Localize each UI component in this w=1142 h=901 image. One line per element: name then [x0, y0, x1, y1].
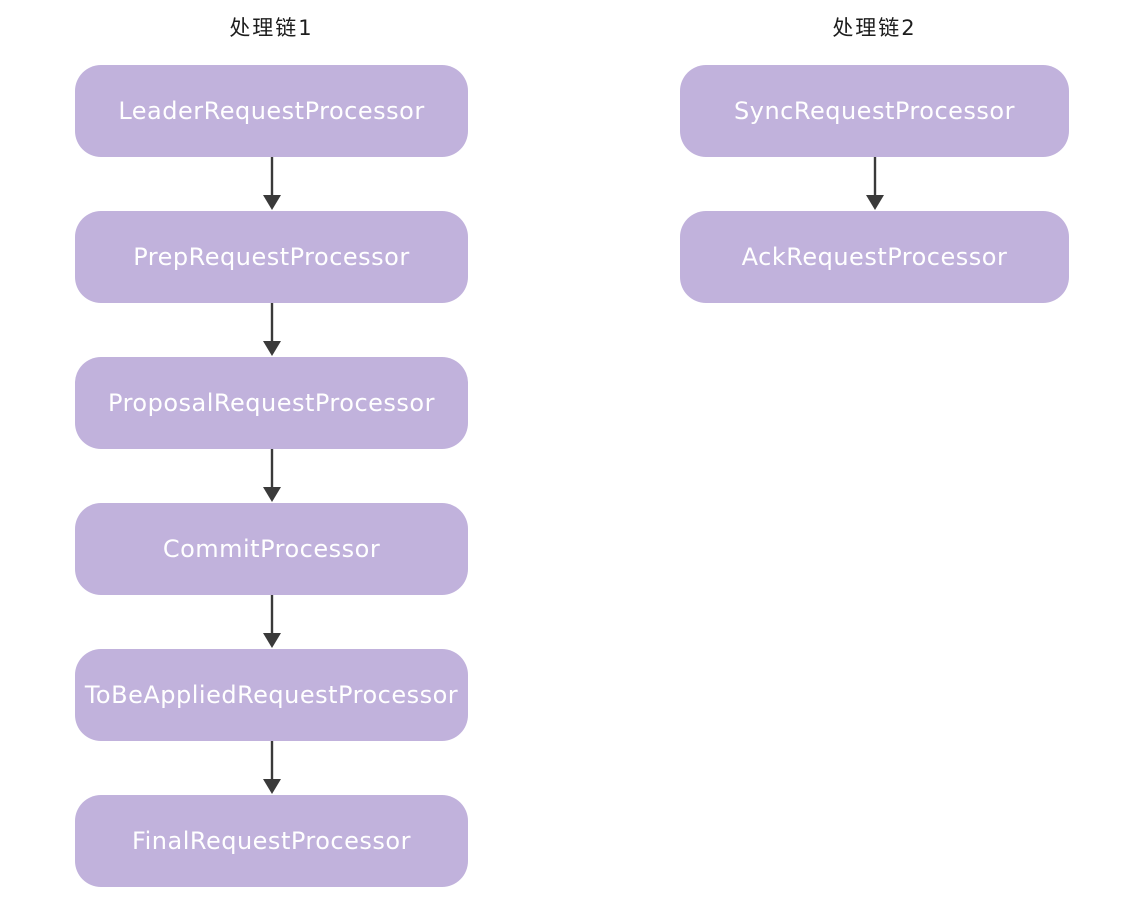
- node-sync-request-processor: SyncRequestProcessor: [680, 65, 1069, 157]
- chain-2: 处理链2 SyncRequestProcessor AckRequestProc…: [680, 14, 1069, 303]
- arrow-down-icon: [262, 303, 281, 356]
- node-ack-request-processor: AckRequestProcessor: [680, 211, 1069, 303]
- chain-2-title: 处理链2: [832, 16, 917, 40]
- node-prep-request-processor: PrepRequestProcessor: [75, 211, 468, 303]
- arrow-down-icon: [262, 595, 281, 648]
- node-final-request-processor: FinalRequestProcessor: [75, 795, 468, 887]
- chain-1-title: 处理链1: [229, 16, 314, 40]
- node-leader-request-processor: LeaderRequestProcessor: [75, 65, 468, 157]
- arrow-down-icon: [262, 741, 281, 794]
- chain-1: 处理链1 LeaderRequestProcessor PrepRequestP…: [75, 14, 468, 887]
- arrow-down-icon: [865, 157, 884, 210]
- node-tobeapplied-request-processor: ToBeAppliedRequestProcessor: [75, 649, 468, 741]
- node-commit-processor: CommitProcessor: [75, 503, 468, 595]
- arrow-down-icon: [262, 157, 281, 210]
- arrow-down-icon: [262, 449, 281, 502]
- node-proposal-request-processor: ProposalRequestProcessor: [75, 357, 468, 449]
